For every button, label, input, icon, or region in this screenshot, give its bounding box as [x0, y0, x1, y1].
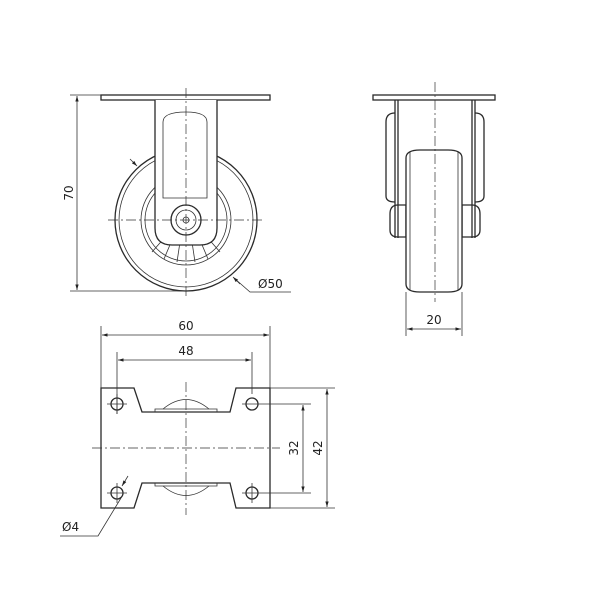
hole-spacing-y-dimension: 32: [287, 440, 301, 455]
wheel-top-dome: [162, 399, 210, 410]
front-view: 70 Ø50: [62, 88, 291, 296]
fork-lobe-left: [385, 112, 396, 203]
mounting-plate-side: [372, 94, 496, 101]
hole-leader: [60, 497, 122, 537]
diameter-leader: [233, 277, 291, 293]
mounting-holes: [107, 394, 262, 503]
top-view: 60 48 32 42 Ø4: [60, 319, 335, 537]
wheel-width-dimension: 20: [426, 313, 441, 327]
plate-width-dimension: 60: [178, 319, 193, 333]
hole-spacing-x-dimension: 48: [178, 344, 193, 358]
mounting-plate-side: [100, 94, 271, 101]
side-view: 20: [372, 82, 496, 336]
hole-diameter-dimension: Ø4: [62, 520, 79, 534]
height-dimension: 70: [62, 185, 76, 200]
wheel-tread: [405, 149, 463, 293]
fork-lobe-right: [474, 112, 485, 203]
plate-depth-dimension: 42: [311, 440, 325, 455]
wheel-diameter-dimension: Ø50: [258, 277, 283, 291]
